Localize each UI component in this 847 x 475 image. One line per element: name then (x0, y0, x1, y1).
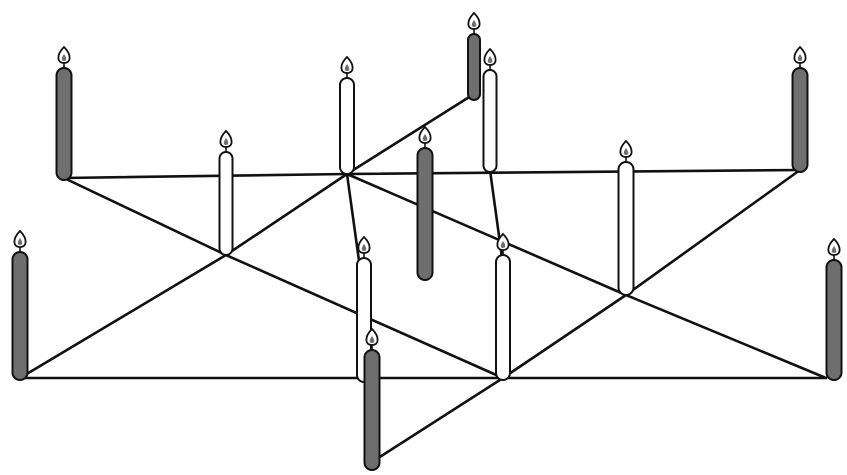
candle-body (418, 148, 433, 280)
candles (13, 13, 842, 470)
line-node-to-topcenter (226, 174, 347, 255)
candle-dark (827, 239, 842, 380)
line-rightnode-to-bottomright (626, 295, 826, 378)
candle-dark (793, 47, 808, 172)
candle-body (365, 350, 380, 470)
line-bottomcenter-to-rightnode (503, 295, 626, 378)
candle-body (827, 260, 842, 380)
candle-body (57, 68, 72, 180)
line-topcenter-to-rightnode (347, 174, 626, 295)
candle-body (793, 68, 808, 172)
line-topcenter-to-back (347, 94, 474, 174)
line-bottomcenter-to-front (372, 378, 503, 462)
candle-body (619, 162, 634, 295)
candle-body (220, 152, 233, 255)
candle-light (220, 131, 233, 255)
candle-dark (13, 231, 28, 380)
line-top-center-to-right (347, 170, 800, 174)
line-mid-vertical (490, 170, 503, 265)
candle-light (496, 234, 510, 380)
candle-light (484, 49, 497, 172)
line-topright-to-rightnode (626, 170, 800, 295)
candle-body (340, 78, 354, 174)
candle-dark (57, 47, 72, 180)
line-center-vertical (347, 174, 360, 268)
candle-light (619, 141, 634, 295)
line-top-left-to-center (64, 174, 347, 178)
candle-dark (418, 127, 433, 280)
candle-body (468, 34, 480, 100)
candle-body (484, 70, 497, 172)
candle-light (340, 57, 354, 174)
candle-body (13, 252, 28, 380)
candle-body (496, 255, 510, 380)
line-topleft-to-node (64, 178, 226, 255)
line-bottomleft-to-node (20, 255, 226, 378)
candle-dark (468, 13, 480, 100)
